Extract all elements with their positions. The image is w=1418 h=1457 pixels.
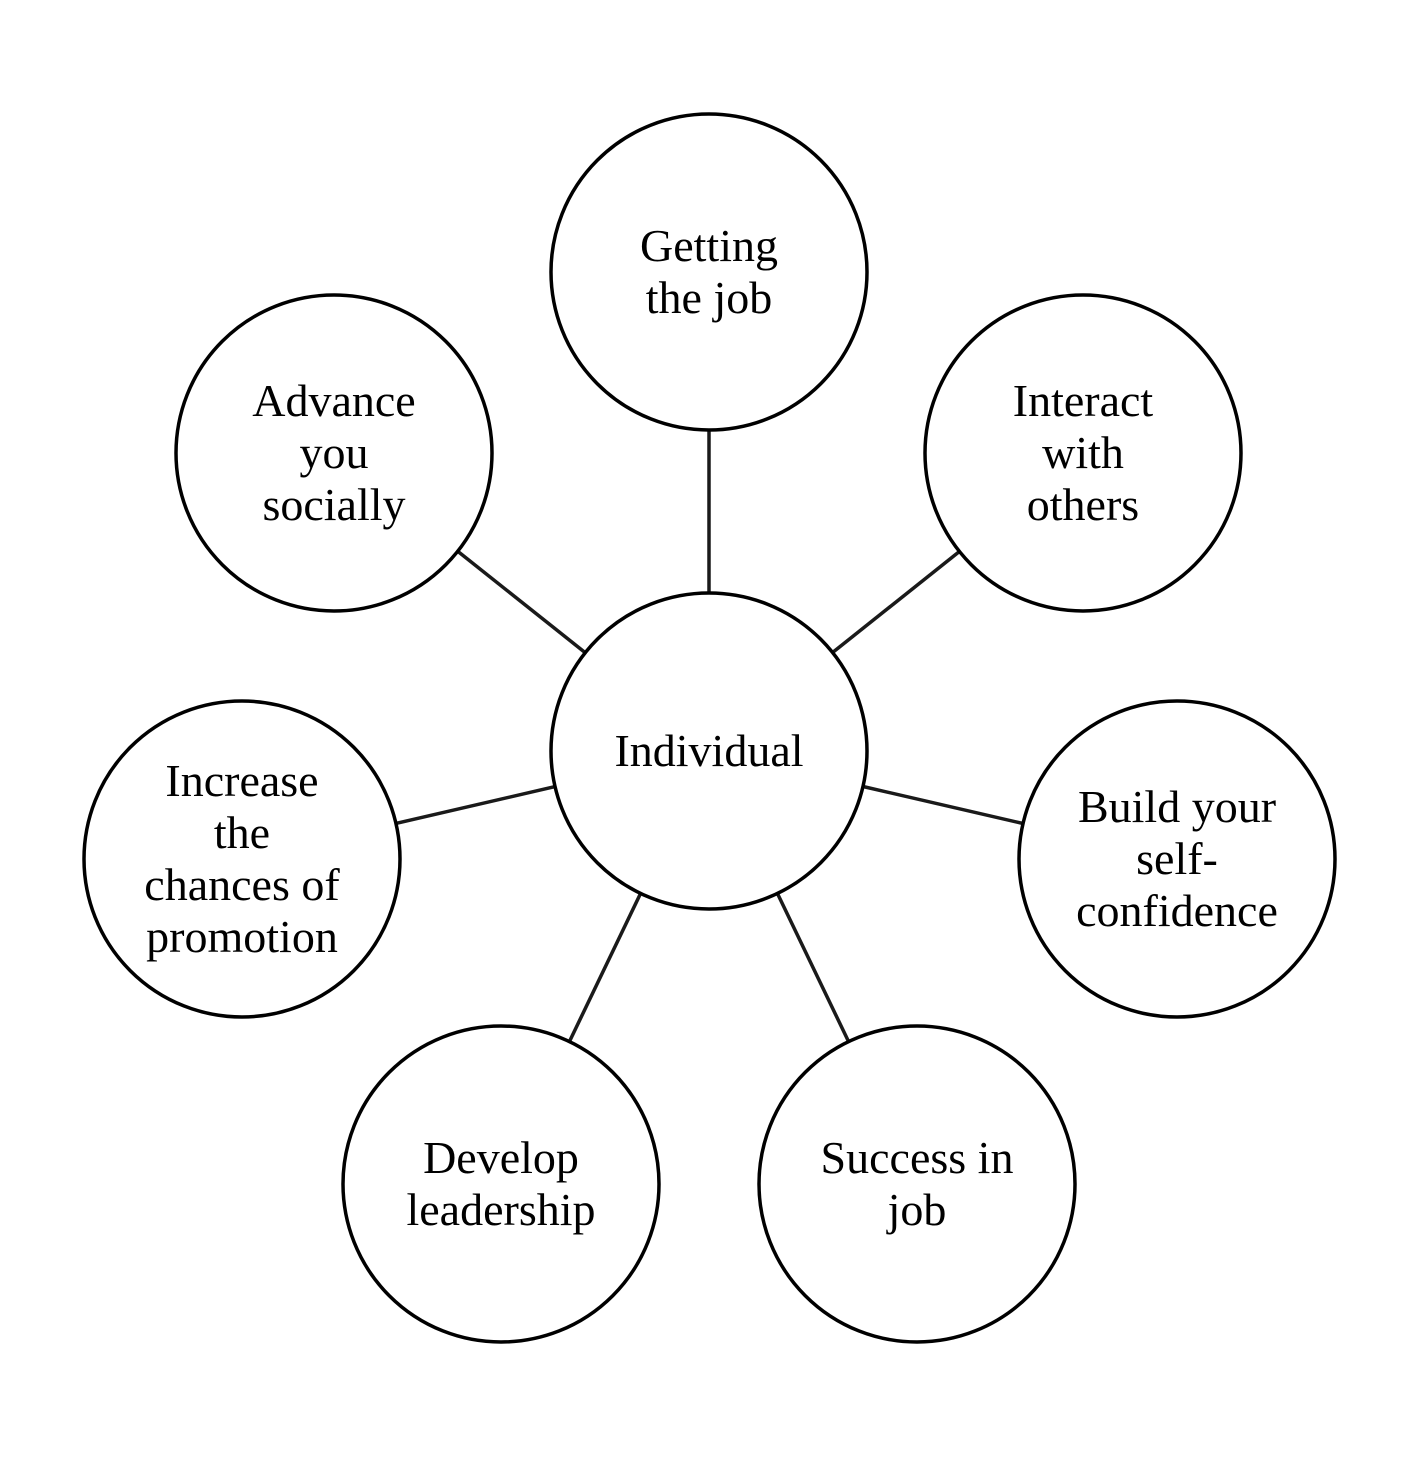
node-label-line: socially <box>262 479 405 530</box>
center-node: Individual <box>549 591 869 911</box>
node-label-line: chances of <box>144 859 340 910</box>
node-circle-getting-the-job <box>549 112 869 432</box>
node-label-line: leadership <box>406 1184 595 1235</box>
node-circle-success-in-job <box>757 1024 1077 1344</box>
node-label-line: Develop <box>423 1132 579 1183</box>
node-label-line: Increase <box>165 755 318 806</box>
connector-increase-the-chances-of-promotion <box>395 784 556 826</box>
node-label-line: Interact <box>1013 375 1154 426</box>
node-circle-develop-leadership <box>341 1024 661 1344</box>
node-label-line: job <box>886 1184 947 1235</box>
node-circle-interact-with-others <box>923 293 1243 613</box>
node-label-line: the job <box>646 272 772 323</box>
node-label-line: Success in <box>821 1132 1014 1183</box>
node-circle-increase-the-chances-of-promotion <box>82 699 402 1019</box>
node-label-line: confidence <box>1076 885 1278 936</box>
node-label-line: Getting <box>640 220 778 271</box>
node-label-line: Advance <box>252 375 415 426</box>
node-label-line: Build your <box>1078 781 1276 832</box>
node-label-line: self- <box>1136 833 1218 884</box>
center-node-circle <box>549 591 869 911</box>
node-circle-build-your-self-confidence <box>1017 699 1337 1019</box>
center-node-label: Individual <box>614 725 803 776</box>
node-circle-advance-you-socially <box>174 293 494 613</box>
node-label-line: the <box>214 807 270 858</box>
connector-advance-you-socially <box>456 549 587 655</box>
connector-success-in-job <box>775 892 851 1043</box>
connectors <box>395 430 1024 1043</box>
node-label-line: you <box>300 427 369 478</box>
node-label-line: promotion <box>146 911 338 962</box>
connector-develop-leadership <box>567 892 643 1043</box>
connector-interact-with-others <box>831 550 961 654</box>
connector-build-your-self-confidence <box>862 784 1024 826</box>
node-label-line: with <box>1042 427 1124 478</box>
node-label-line: others <box>1027 479 1139 530</box>
